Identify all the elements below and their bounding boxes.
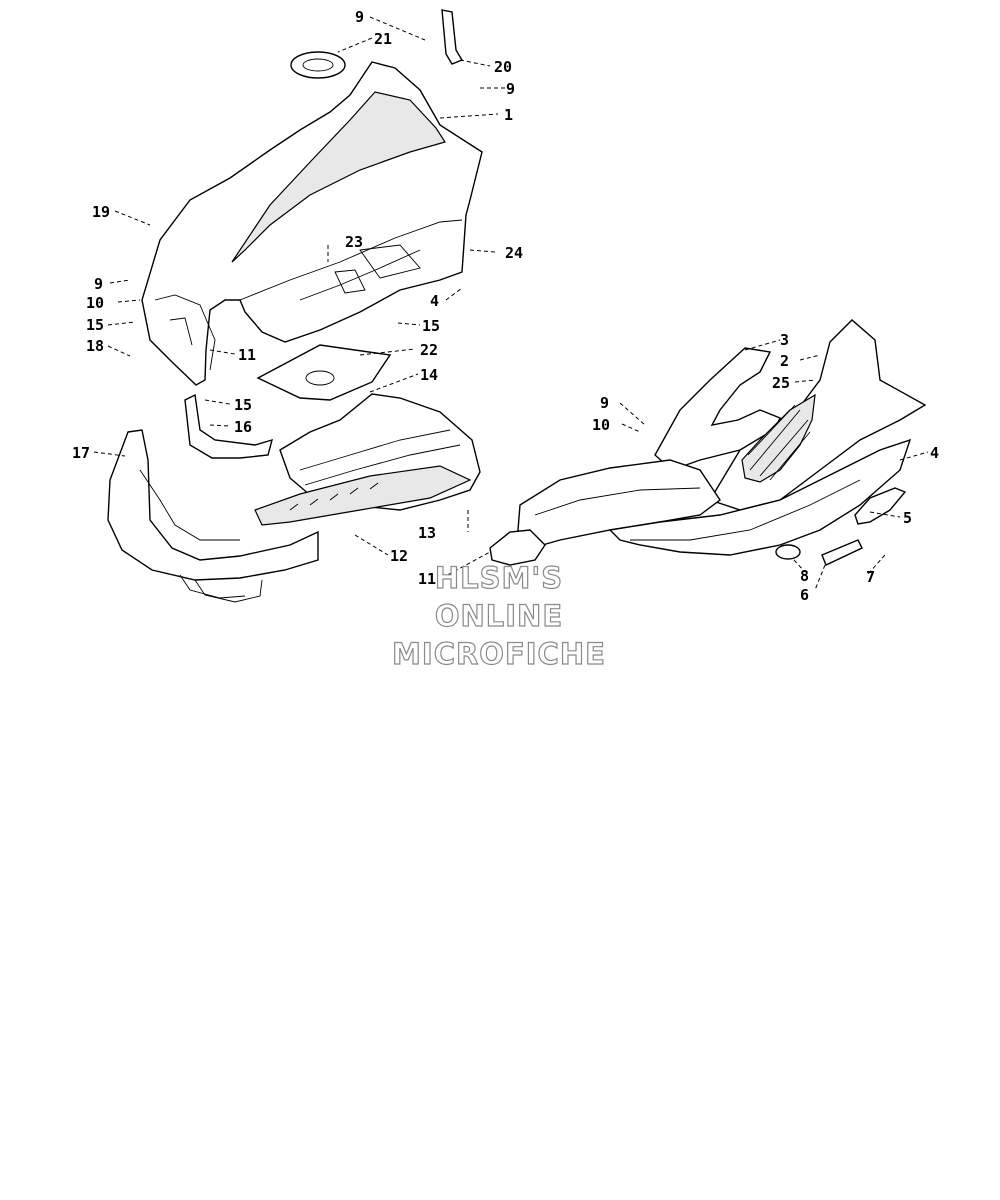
callout-17: 17 [72,444,90,462]
callout-4: 4 [930,444,939,462]
part-17-bumper [107,429,319,581]
callout-23: 23 [345,233,363,251]
callout-18: 18 [86,337,104,355]
part-25-decal [741,393,816,483]
part-22-hole [305,370,335,386]
callout-22: 22 [420,341,438,359]
watermark-line-3: MICROFICHE [392,637,606,671]
callout-10: 10 [86,294,104,312]
lower-pan [608,438,912,556]
part-21-ring [290,51,346,79]
callout-labels: 9 21 20 9 1 19 23 24 9 10 4 15 15 11 18 … [72,8,939,604]
callout-13: 13 [418,524,436,542]
callout-25: 25 [772,374,790,392]
part-14-inner-rib [299,429,461,486]
callout-11: 11 [238,346,256,364]
part-21-ring-inner [302,58,334,72]
part-22-plate [256,344,392,401]
callout-15: 15 [86,316,104,334]
watermark-line-2: ONLINE [435,599,563,633]
callout-4: 4 [430,292,439,310]
callout-9: 9 [94,275,103,293]
callout-6: 6 [800,586,809,604]
front-bracket [489,529,546,566]
leader-lines [93,16,929,591]
part-1-inner-panel [239,219,463,301]
callout-8: 8 [800,567,809,585]
part-3-side-panel [654,347,781,471]
part-6-strip [821,539,863,566]
callout-24: 24 [505,244,523,262]
watermark-line-1: HLSM'S [435,561,563,595]
callout-10: 10 [592,416,610,434]
callout-7: 7 [866,568,875,586]
callout-19: 19 [92,203,110,221]
part-1-side-contour [154,294,216,371]
hood-assembly [107,9,483,603]
part-13-marks [289,482,379,511]
callout-12: 12 [390,547,408,565]
part-17-lower-skirt [194,579,263,603]
part-1-hood [141,61,483,386]
belly-pan-assembly [489,319,927,566]
frame-rail-inner [534,487,701,516]
part-1-windshield-area [231,91,446,263]
callout-20: 20 [494,58,512,76]
callout-9: 9 [600,394,609,412]
part-25-decal-pattern [747,404,811,481]
lower-pan-contour [630,479,861,541]
callout-1: 1 [504,106,513,124]
watermark: HLSM'S ONLINE MICROFICHE [391,560,606,671]
callout-11: 11 [418,570,436,588]
part-13-strip [254,465,472,526]
callout-15: 15 [234,396,252,414]
callout-3: 3 [780,331,789,349]
part-5-cover [854,487,907,525]
part-16-deflector [184,393,273,459]
callout-14: 14 [420,366,438,384]
part-17-bumper-inner [139,469,246,599]
callout-9: 9 [506,80,515,98]
callout-15: 15 [422,317,440,335]
callout-2: 2 [780,352,789,370]
callout-16: 16 [234,418,252,436]
part-8-grommet [775,544,801,560]
part-1-vent [334,244,421,294]
part-20-bracket [441,9,464,65]
callout-5: 5 [903,509,912,527]
callout-21: 21 [374,30,392,48]
callout-9: 9 [355,8,364,26]
